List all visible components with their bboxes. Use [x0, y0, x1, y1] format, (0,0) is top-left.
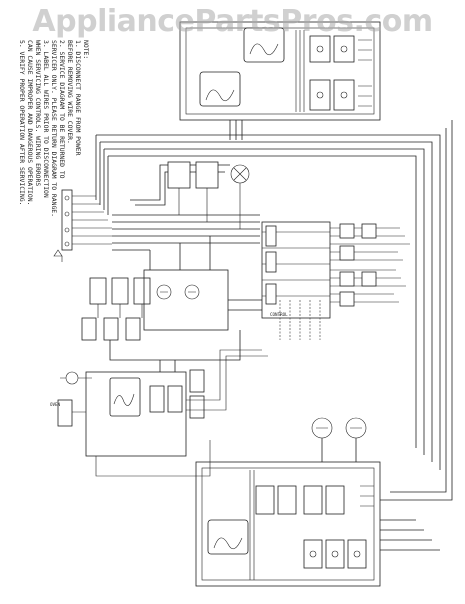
svg-text:OVEN: OVEN	[50, 402, 61, 407]
note-line: WHEN SERVICING CONTROLS. WIRING ERRORS	[34, 40, 42, 187]
note-line: BEFORE REMOVING WIRE COVER.	[66, 40, 74, 144]
left-switch-cluster	[81, 236, 262, 361]
note-line: CAN CAUSE IMPROPER AND DANGEROUS OPERATI…	[26, 40, 34, 206]
oven-element-group: OVEN	[50, 349, 268, 477]
main-wire-bus	[95, 120, 453, 501]
note-line: 3. LABEL ALL WIRES PRIOR TO DISCONNECTIO…	[42, 40, 50, 198]
svg-text:CONTROL: CONTROL	[270, 312, 288, 317]
upper-components	[167, 161, 250, 229]
lower-element-switch-group	[195, 417, 440, 587]
note-line: 5. VERIFY PROPER OPERATION AFTER SERVICI…	[18, 40, 26, 206]
control-board: CONTROL	[261, 221, 410, 340]
note-line: SERVICER ONLY. PLEASE RETURN DIAGRAM TO …	[50, 40, 58, 217]
note-line: 2. SERVICE DIAGRAM TO BE RETURNED TO	[58, 40, 66, 179]
upper-element-switch-group	[179, 21, 381, 121]
terminal-block	[53, 189, 112, 262]
note-line: 1. DISCONNECT RANGE FROM POWER	[74, 40, 82, 156]
notes-heading: NOTE:	[82, 40, 90, 60]
